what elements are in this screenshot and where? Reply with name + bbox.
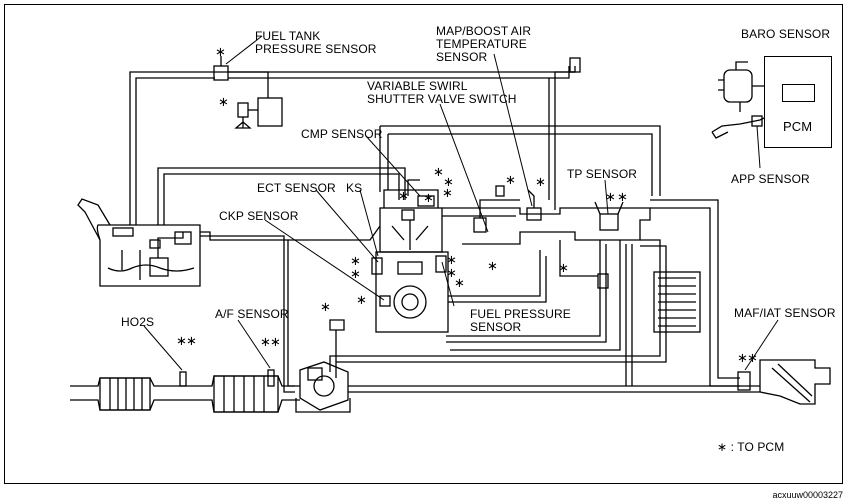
swirl-valve [473, 217, 487, 233]
svg-text:∗: ∗ [617, 190, 628, 205]
fuel-line-to-engine [288, 225, 381, 241]
pcm-box [764, 56, 832, 148]
label-baro-sensor: BARO SENSOR [741, 27, 831, 41]
fuel-tank-pressure-sensor-shape [213, 65, 229, 81]
svg-text:∗: ∗ [350, 267, 361, 282]
catalytic-converter-1 [99, 377, 151, 411]
accelerator-pedal [711, 117, 765, 133]
svg-text:∗: ∗ [260, 335, 271, 350]
air-cleaner [759, 359, 831, 405]
svg-text:∗: ∗ [176, 334, 187, 349]
label-maf-iat-sensor: MAF/IAT SENSOR [734, 306, 836, 320]
label-pcm: PCM [783, 119, 813, 134]
svg-text:∗: ∗ [270, 335, 281, 350]
filler-neck [77, 198, 111, 241]
diagram-frame [4, 4, 843, 484]
svg-text:∗: ∗ [356, 293, 367, 308]
brake-booster [723, 69, 753, 103]
legend-symbol: ∗ [717, 440, 728, 454]
label-ho2s: HO2S [121, 315, 155, 329]
label-ks: KS [346, 181, 363, 195]
svg-text:∗: ∗ [747, 351, 758, 366]
maf-iat-shape [737, 371, 751, 391]
image-code: acxuuw00003227 [772, 490, 843, 500]
label-fuel-pressure-sensor: FUEL PRESSURE SENSOR [470, 307, 571, 334]
svg-text:∗: ∗ [218, 95, 229, 110]
label-ckp-sensor: CKP SENSOR [219, 209, 299, 223]
svg-text:∗: ∗ [505, 173, 516, 188]
fuel-tank-outline [96, 224, 201, 287]
right-vacuum-line [554, 71, 575, 200]
legend: ∗ : TO PCM [717, 441, 784, 454]
intake-pipe-top [380, 125, 661, 196]
charcoal-canister [257, 97, 283, 127]
svg-text:∗: ∗ [442, 186, 453, 201]
evap-line-top [129, 66, 576, 225]
svg-text:∗: ∗ [320, 300, 331, 315]
turbo-housing [299, 361, 349, 411]
svg-text:∗: ∗ [737, 351, 748, 366]
legend-text: : TO PCM [730, 440, 785, 454]
evap-line-top-2 [135, 77, 215, 225]
crankshaft-pulley [393, 285, 427, 319]
fuel-pump [149, 257, 169, 277]
label-variable-swirl: VARIABLE SWIRL SHUTTER VALVE SWITCH [367, 79, 517, 106]
label-af-sensor: A/F SENSOR [215, 307, 289, 321]
engine-block [375, 251, 449, 333]
svg-text:∗: ∗ [423, 191, 434, 206]
label-map-boost-sensor: MAP/BOOST AIR TEMPERATURE SENSOR [436, 24, 532, 64]
label-tp-sensor: TP SENSOR [567, 167, 638, 181]
svg-text:∗: ∗ [350, 254, 361, 269]
svg-text:∗: ∗ [433, 165, 444, 180]
label-ect-sensor: ECT SENSOR [257, 181, 336, 195]
catalytic-converter-2 [213, 375, 279, 413]
svg-text:∗: ∗ [558, 261, 569, 276]
intake-manifold [383, 189, 439, 208]
ho2s-shape [179, 371, 187, 387]
throttle-pipe [650, 207, 740, 387]
svg-text:∗: ∗ [398, 189, 409, 204]
engine-head [379, 207, 443, 253]
svg-text:∗: ∗ [454, 276, 465, 291]
svg-text:∗: ∗ [446, 266, 457, 281]
svg-text:∗: ∗ [605, 190, 616, 205]
intercooler [653, 271, 701, 333]
evap-line-top-3 [228, 66, 570, 79]
svg-text:∗: ∗ [443, 175, 454, 190]
label-app-sensor: APP SENSOR [731, 172, 810, 186]
label-cmp-sensor: CMP SENSOR [301, 127, 383, 141]
label-fuel-tank-pressure-sensor: FUEL TANK PRESSURE SENSOR [255, 29, 377, 56]
svg-text:∗: ∗ [535, 175, 546, 190]
svg-text:∗: ∗ [487, 259, 498, 274]
svg-text:∗: ∗ [186, 334, 197, 349]
svg-text:∗: ∗ [215, 45, 226, 60]
af-sensor-shape [267, 369, 275, 387]
canister-vent-valve [237, 102, 249, 118]
baro-sensor-shape [782, 84, 815, 102]
exhaust-pipe-lower [70, 399, 300, 413]
svg-text:∗: ∗ [446, 253, 457, 268]
